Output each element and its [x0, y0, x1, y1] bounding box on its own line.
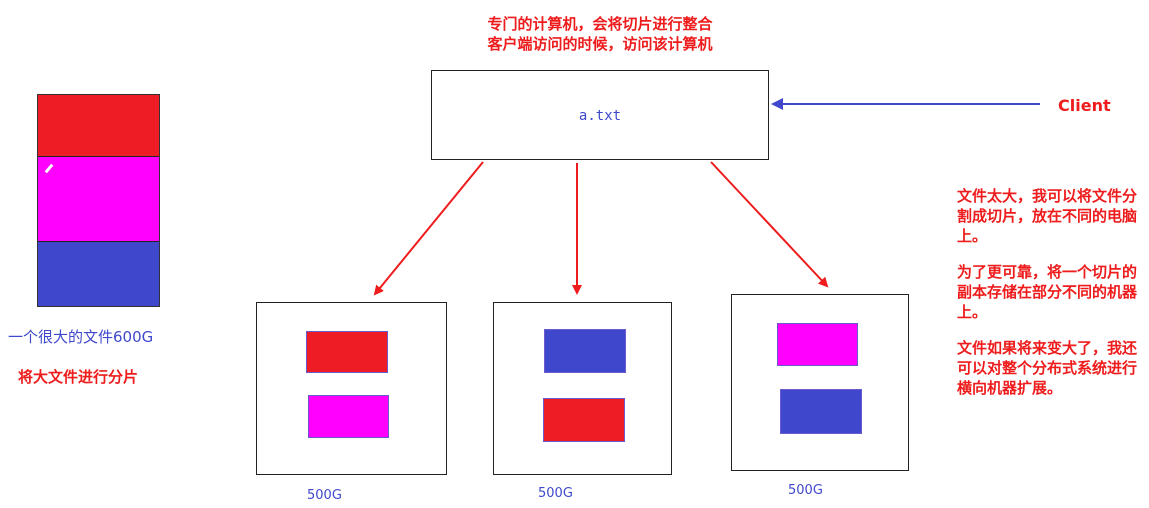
storage-node-1-caption: 500G [307, 488, 342, 503]
top-caption-line-1: 专门的计算机，会将切片进行整合 [487, 15, 713, 33]
node-2-block-blue [544, 329, 626, 373]
file-segment-blue [38, 242, 159, 306]
storage-node-3 [731, 294, 909, 471]
storage-node-3-caption: 500G [788, 483, 823, 498]
client-label: Client [1058, 96, 1111, 115]
note-paragraph-3: 文件如果将来变大了，我还可以对整个分布式系统进行横向机器扩展。 [957, 339, 1138, 397]
arrow-master-to-node-1 [373, 161, 484, 296]
file-segment-red [38, 95, 159, 157]
storage-node-1 [256, 302, 447, 475]
note-paragraph-1: 文件太大，我可以将文件分割成切片，放在不同的电脑上。 [957, 187, 1138, 245]
note-paragraph-2: 为了更可靠，将一个切片的副本存储在部分不同的机器上。 [957, 263, 1138, 321]
node-3-block-blue [780, 389, 862, 434]
split-label: 将大文件进行分片 [18, 368, 139, 386]
storage-node-2-caption: 500G [538, 486, 573, 501]
master-node-box: a.txt [431, 70, 769, 160]
big-file-stack [37, 94, 160, 307]
top-caption: 专门的计算机，会将切片进行整合 客户端访问的时候，访问该计算机 [420, 14, 780, 54]
notes-panel: 文件太大，我可以将文件分割成切片，放在不同的电脑上。 为了更可靠，将一个切片的副… [957, 186, 1137, 414]
file-segment-magenta [38, 157, 159, 242]
node-1-block-red [306, 331, 388, 373]
arrow-master-to-node-3 [710, 161, 829, 288]
top-caption-line-2: 客户端访问的时候，访问该计算机 [487, 35, 713, 53]
storage-node-2 [493, 302, 672, 475]
node-3-block-magenta [777, 323, 858, 366]
master-file-name: a.txt [578, 108, 622, 124]
node-1-block-magenta [308, 395, 389, 438]
node-2-block-red [543, 398, 625, 442]
big-file-label: 一个很大的文件600G [8, 328, 154, 346]
